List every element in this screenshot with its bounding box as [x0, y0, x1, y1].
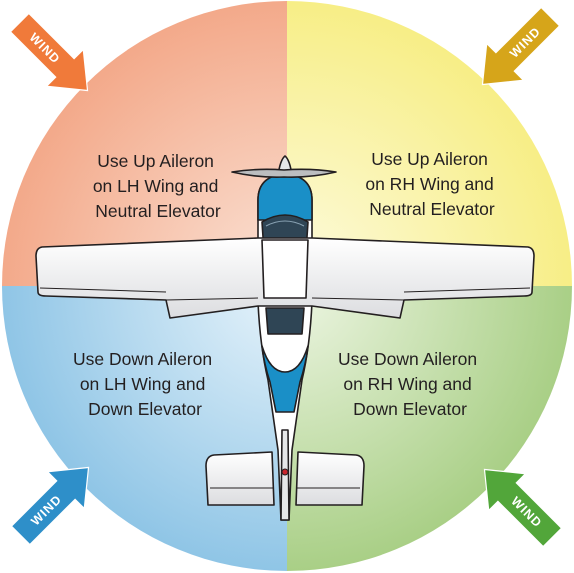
- instruction-line: Use Down Aileron: [338, 349, 477, 369]
- instruction-line: on RH Wing and: [343, 374, 471, 394]
- instruction-line: on LH Wing and: [93, 176, 219, 196]
- wind-arrow-top-left: WIND: [9, 12, 89, 92]
- instruction-line: on LH Wing and: [80, 374, 206, 394]
- instruction-line: Use Up Aileron: [97, 151, 214, 171]
- instruction-line: Neutral Elevator: [369, 199, 495, 219]
- instruction-bottom-right: Use Down Aileron on RH Wing and Down Ele…: [338, 349, 482, 419]
- instruction-line: on RH Wing and: [365, 174, 493, 194]
- flap-line-left: [165, 297, 259, 301]
- instruction-top-right: Use Up Aileron on RH Wing and Neutral El…: [365, 149, 498, 219]
- aileron-line-right: [403, 287, 531, 293]
- arrow-shape: [483, 468, 563, 548]
- aileron-line-left: [39, 287, 167, 293]
- windshield-highlight: [265, 220, 305, 227]
- fuselage-stripe: [261, 345, 309, 413]
- beacon-light: [281, 468, 289, 476]
- quadrant-top-left: [2, 1, 287, 286]
- horizontal-stabilizer: [205, 451, 275, 506]
- cowling: [257, 173, 313, 221]
- arrow-shape: [9, 12, 89, 92]
- instruction-line: Down Elevator: [353, 399, 467, 419]
- propeller-blade: [231, 168, 337, 178]
- horizontal-stabilizer-right: [295, 451, 365, 506]
- airplane-top-view: [35, 155, 535, 521]
- quadrant-top-right: [287, 1, 572, 286]
- flap-line-right: [311, 297, 405, 301]
- instruction-line: Use Up Aileron: [371, 149, 488, 169]
- rear-window: [265, 307, 305, 335]
- instruction-top-left: Use Up Aileron on LH Wing and Neutral El…: [93, 151, 223, 221]
- arrow-shape: [481, 6, 561, 86]
- arrow-shape: [10, 466, 90, 546]
- instruction-line: Use Down Aileron: [73, 349, 212, 369]
- cabin-roof: [261, 239, 309, 299]
- instruction-line: Down Elevator: [88, 399, 202, 419]
- instruction-line: Neutral Elevator: [95, 201, 221, 221]
- instruction-bottom-left: Use Down Aileron on LH Wing and Down Ele…: [73, 349, 217, 419]
